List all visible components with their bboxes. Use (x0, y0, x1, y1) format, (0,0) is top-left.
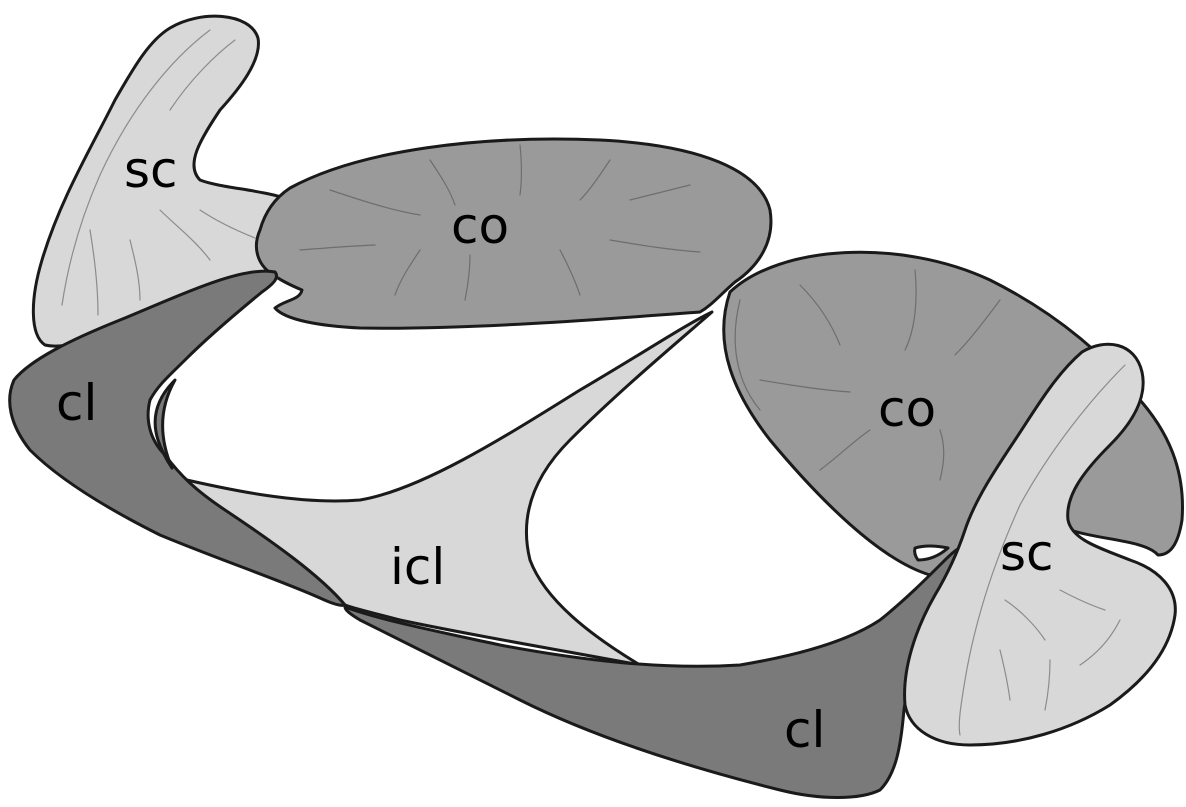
label-coracoid-right: co (878, 380, 936, 438)
label-scapula-right: sc (1000, 524, 1054, 582)
label-clavicle-left: cl (56, 374, 97, 432)
interclavicle (178, 312, 712, 665)
coracoid-left (256, 139, 771, 328)
label-scapula-left: sc (124, 141, 178, 199)
label-coracoid-left: co (451, 197, 509, 255)
label-interclavicle: icl (390, 538, 445, 596)
label-clavicle-right: cl (784, 701, 825, 759)
